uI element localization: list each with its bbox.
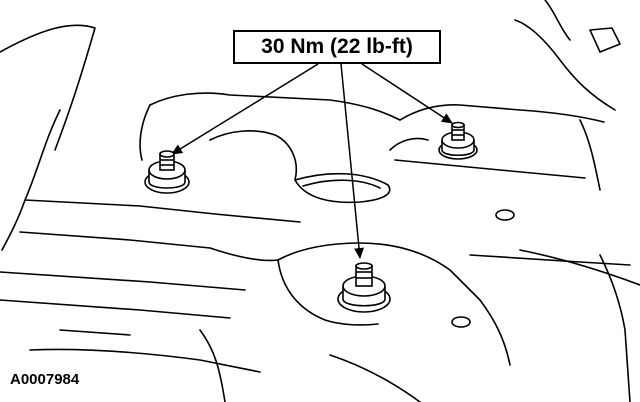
- center-nut: [337, 262, 391, 313]
- torque-spec-callout: 30 Nm (22 lb-ft): [233, 30, 441, 64]
- arrow-to-right-nut: [361, 63, 453, 124]
- right-nut: [438, 121, 478, 160]
- arrow-to-left-nut: [171, 63, 319, 155]
- leader-arrows: [171, 63, 453, 259]
- figure-id-label: A0007984: [10, 371, 80, 388]
- arrow-to-center-nut: [340, 63, 365, 259]
- left-nut: [144, 150, 190, 194]
